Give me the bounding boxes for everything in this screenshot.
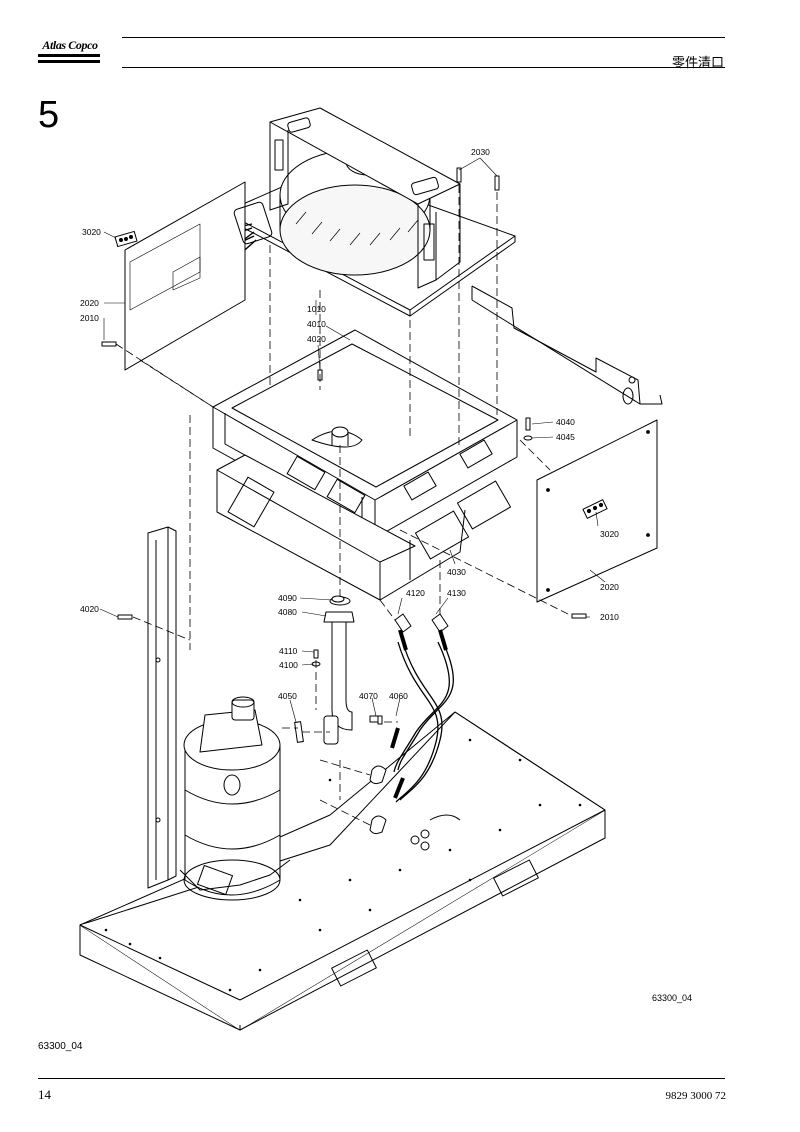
callout-3020-right: 3020 xyxy=(600,529,619,539)
vertical-post xyxy=(147,526,177,889)
compressor xyxy=(179,696,291,901)
logo-wordmark: Atlas Copco xyxy=(42,38,98,52)
section-number: 5 xyxy=(38,94,60,136)
header-rule-bottom xyxy=(122,67,725,68)
figure-code-in-drawing: 63300_04 xyxy=(652,993,693,1003)
left-side-panel xyxy=(124,181,273,371)
callout-4020-lower: 4020 xyxy=(80,604,99,614)
tag-3020-left xyxy=(114,230,138,248)
callout-2010-left: 2010 xyxy=(80,313,99,323)
callout-4080: 4080 xyxy=(278,607,297,617)
callout-4130: 4130 xyxy=(447,588,466,598)
callout-4020-upper: 4020 xyxy=(307,334,326,344)
callout-2030: 2030 xyxy=(471,147,490,157)
callout-4100: 4100 xyxy=(279,660,298,670)
callout-4050: 4050 xyxy=(278,691,297,701)
callout-4045: 4045 xyxy=(556,432,575,442)
callout-3020-left: 3020 xyxy=(82,227,101,237)
flexible-hoses xyxy=(369,613,454,835)
callout-4070: 4070 xyxy=(359,691,378,701)
callout-4090: 4090 xyxy=(278,593,297,603)
condenser xyxy=(216,454,512,601)
discharge-pipe xyxy=(294,596,355,745)
footer-rule xyxy=(38,1078,725,1079)
base-plate xyxy=(79,711,606,1031)
callout-4040: 4040 xyxy=(556,417,575,427)
fan-unit xyxy=(224,107,516,317)
page-title: 零件清口 xyxy=(671,55,724,70)
callout-4030: 4030 xyxy=(447,567,466,577)
document-number: 9829 3000 72 xyxy=(665,1090,727,1102)
callout-4120: 4120 xyxy=(406,588,425,598)
callout-4060: 4060 xyxy=(389,691,408,701)
callout-2020-left: 2020 xyxy=(80,298,99,308)
callout-1010: 1010 xyxy=(307,304,326,314)
right-side-panel xyxy=(536,419,658,603)
leader-lines xyxy=(99,157,606,723)
atlas-copco-logo: Atlas Copco xyxy=(38,36,102,68)
callout-2010-right: 2010 xyxy=(600,612,619,622)
callout-2020-right: 2020 xyxy=(600,582,619,592)
callout-labels: 3020 2020 2010 2030 1010 4010 4020 4040 … xyxy=(80,147,619,701)
callout-4110: 4110 xyxy=(279,646,298,656)
header-rule-top xyxy=(122,37,725,38)
callout-4010: 4010 xyxy=(307,319,326,329)
page-number: 14 xyxy=(38,1087,51,1102)
assembly-lines xyxy=(115,185,571,826)
condenser-frame xyxy=(212,329,518,539)
right-upper-bracket xyxy=(471,285,663,405)
figure-code-caption: 63300_04 xyxy=(38,1041,83,1052)
